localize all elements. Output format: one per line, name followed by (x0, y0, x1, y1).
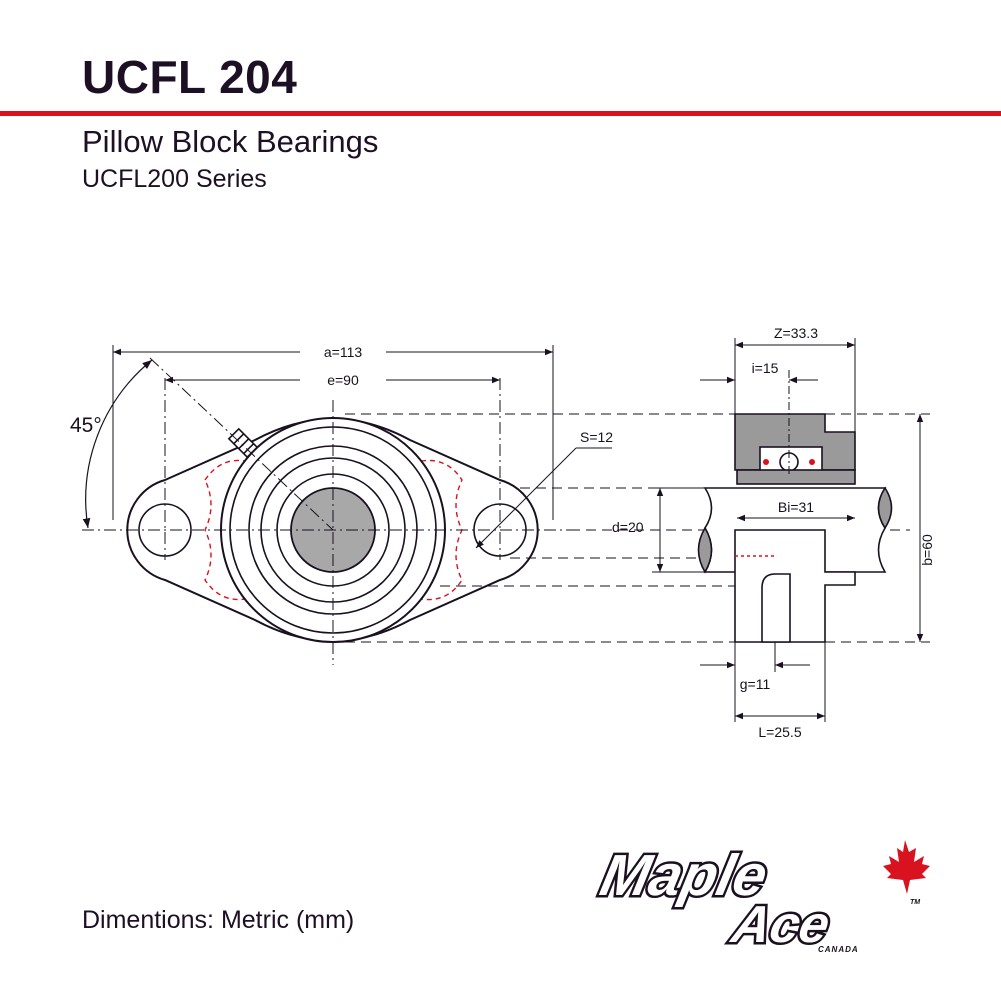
maple-leaf-icon (883, 840, 930, 894)
dim-d-label: d=20 (612, 519, 644, 535)
shaft-break-right (877, 486, 893, 530)
maple-ace-logo: Maple Ace CANADA TM (593, 840, 930, 956)
dim-i (700, 372, 818, 414)
dim-z-label: Z=33.3 (774, 325, 818, 341)
dim-l-label: L=25.5 (758, 724, 801, 740)
grease-fitting-icon (227, 427, 259, 459)
dim-d (652, 487, 705, 573)
dim-b-label: b=60 (919, 534, 935, 566)
dim-bi-label: Bi=31 (778, 499, 814, 515)
dim-s-leader (475, 447, 612, 549)
logo-tagline: CANADA (818, 945, 859, 954)
side-view (697, 413, 893, 643)
dim-i-label: i=15 (752, 360, 779, 376)
hidden-housing-contour (204, 437, 463, 625)
units-note: Dimentions: Metric (mm) (82, 906, 355, 934)
front-centerlines (82, 357, 570, 665)
inner-ring-band (736, 469, 856, 485)
title-divider (0, 111, 1001, 116)
logo-word-ace: Ace (725, 896, 835, 954)
angle-label: 45° (70, 414, 102, 437)
dim-g (700, 642, 826, 722)
dim-g-label: g=11 (740, 676, 771, 692)
logo-word-maple: Maple (595, 844, 773, 908)
dim-s-label: S=12 (580, 429, 613, 445)
page-subtitle: Pillow Block Bearings (82, 124, 379, 159)
page-title: UCFL 204 (82, 51, 298, 103)
series-label: UCFL200 Series (82, 165, 267, 193)
logo-trademark: TM (910, 899, 920, 906)
dim-a-label: a=113 (324, 344, 362, 360)
dim-e-label: e=90 (327, 372, 359, 388)
angle-arc (82, 359, 153, 529)
housing-pocket (761, 573, 791, 643)
